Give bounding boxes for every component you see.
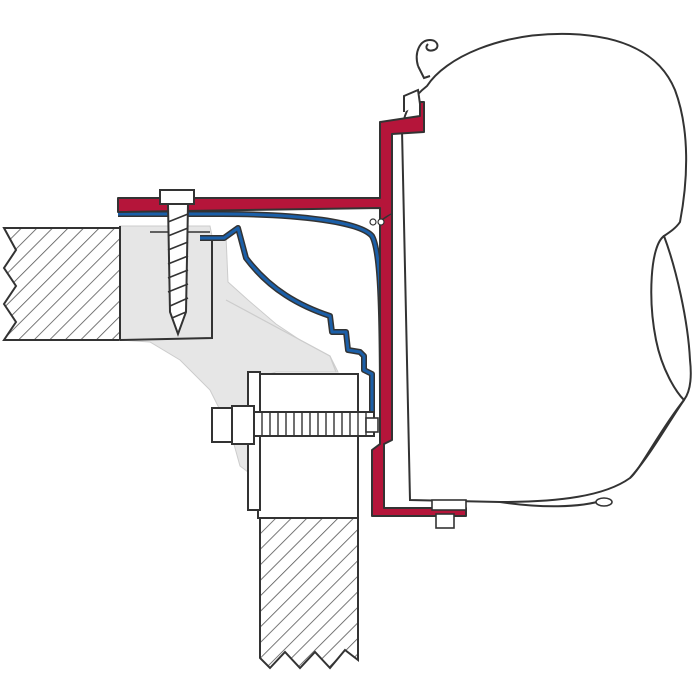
mounting-bracket	[117, 101, 467, 517]
clamp-block	[247, 371, 359, 519]
wall-panel	[259, 515, 359, 670]
bracket-foot-fastener	[431, 499, 467, 529]
roof-panel	[2, 227, 121, 341]
bolt-nut	[211, 405, 379, 445]
awning-cassette	[400, 32, 692, 508]
cassette-hook	[415, 38, 439, 67]
top-clip	[403, 88, 421, 112]
wood-screw	[159, 189, 195, 337]
cassette-hook-stem	[417, 65, 431, 80]
